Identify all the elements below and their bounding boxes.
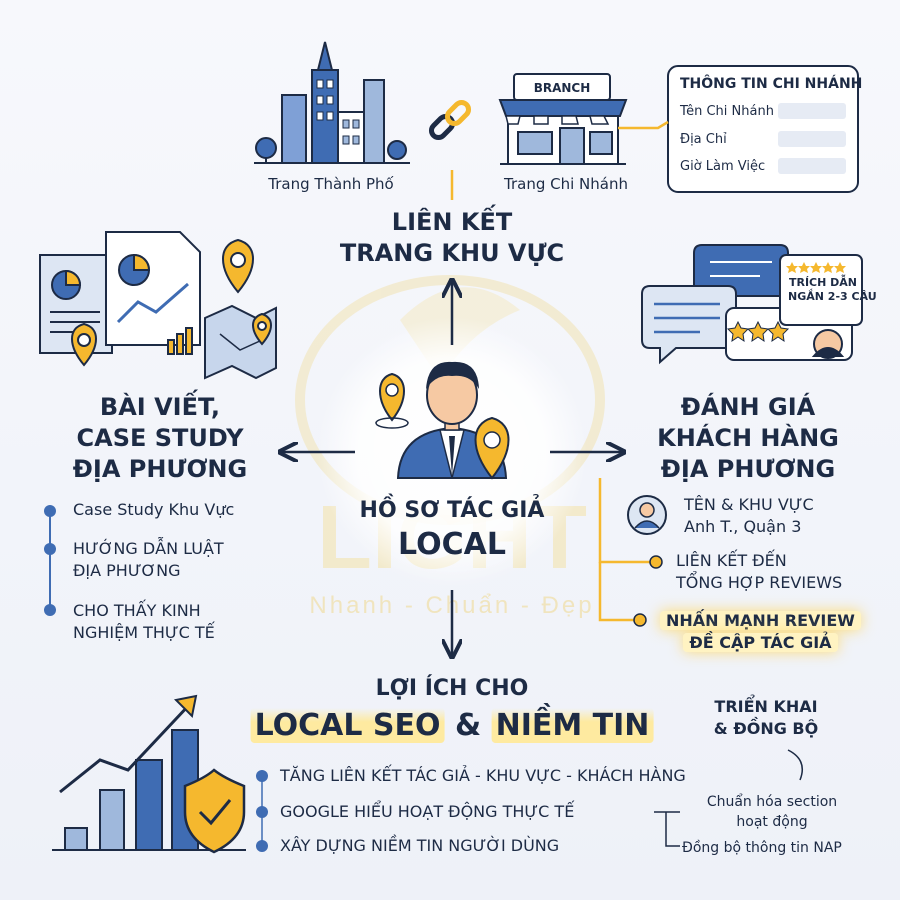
bullet-dot xyxy=(44,543,56,555)
left-item-case-study: Case Study Khu Vực xyxy=(73,500,235,519)
benefit-item: GOOGLE HIỂU HOẠT ĐỘNG THỰC TẾ xyxy=(280,802,575,821)
reviewer-profile: TÊN & KHU VỰC Anh T., Quận 3 xyxy=(684,495,814,536)
shield-check-icon xyxy=(183,768,246,854)
info-field-hours: Giờ Làm Việc xyxy=(680,159,766,174)
highlight-author-reviews: NHẤN MẠNH REVIEW ĐỀ CẬP TÁC GIẢ xyxy=(660,610,861,654)
input-placeholder xyxy=(778,103,846,119)
pin-icon xyxy=(474,416,510,480)
deploy-item-nap-sync: Đồng bộ thông tin NAP xyxy=(682,840,842,856)
deploy-title: TRIỂN KHAI & ĐỒNG BỘ xyxy=(713,697,819,738)
city-icon xyxy=(254,41,410,164)
pin-icon xyxy=(222,238,254,294)
review-bubbles-icon xyxy=(641,244,863,365)
info-field-name: Tên Chi Nhánh xyxy=(680,104,774,119)
city-windows xyxy=(316,79,360,145)
star-rating xyxy=(786,262,846,273)
top-section-title: LIÊN KẾT TRANG KHU VỰC xyxy=(339,208,565,267)
branch-sign-text: BRANCH xyxy=(534,81,591,95)
bullet-dot xyxy=(44,604,56,616)
branch-page-label: Trang Chi Nhánh xyxy=(504,175,628,193)
connector-line xyxy=(598,478,652,622)
bottom-section-title: LỢI ÍCH CHO LOCAL SEO & NIỀM TIN xyxy=(250,674,654,746)
connector-line xyxy=(787,749,803,781)
city-page-label: Trang Thành Phố xyxy=(268,175,394,193)
pin-icon xyxy=(375,372,409,429)
quote-badge: TRÍCH DẪN NGẮN 2-3 CÂU xyxy=(788,276,877,303)
info-card-title: THÔNG TIN CHI NHÁNH xyxy=(680,76,863,92)
chain-link-icon xyxy=(428,99,472,141)
center-title: HỒ SƠ TÁC GIẢ LOCAL xyxy=(359,498,545,562)
author-icon xyxy=(396,361,508,479)
left-section-title: BÀI VIẾT, CASE STUDY ĐỊA PHƯƠNG xyxy=(72,393,248,483)
input-placeholder xyxy=(778,158,846,174)
watermark-tagline: Nhanh - Chuẩn - Đẹp xyxy=(309,592,594,619)
bullet-dot xyxy=(44,505,56,517)
branch-store-icon xyxy=(498,73,628,165)
benefit-item: TĂNG LIÊN KẾT TÁC GIẢ - KHU VỰC - KHÁCH … xyxy=(280,766,686,785)
link-to-reviews: LIÊN KẾT ĐẾN TỔNG HỢP REVIEWS xyxy=(676,551,843,592)
left-item-law-guide: HƯỚNG DẪN LUẬT ĐỊA PHƯƠNG xyxy=(73,539,224,580)
pin-icon xyxy=(71,322,97,367)
deploy-item-standardize: Chuẩn hóa section hoạt động xyxy=(706,794,838,830)
left-item-experience: CHO THẤY KINH NGHIỆM THỰC TẾ xyxy=(73,601,215,642)
pin-icon xyxy=(252,312,272,346)
right-section-title: ĐÁNH GIÁ KHÁCH HÀNG ĐỊA PHƯƠNG xyxy=(657,393,839,483)
bracket xyxy=(654,811,680,847)
bullet-dot xyxy=(633,613,647,627)
input-placeholder xyxy=(778,131,846,147)
bullet-dot xyxy=(649,555,663,569)
star-rating xyxy=(726,320,790,343)
info-field-address: Địa Chỉ xyxy=(680,132,727,147)
benefit-item: XÂY DỰNG NIỀM TIN NGƯỜI DÙNG xyxy=(280,836,560,855)
avatar xyxy=(627,495,667,535)
connector-line xyxy=(618,120,669,130)
